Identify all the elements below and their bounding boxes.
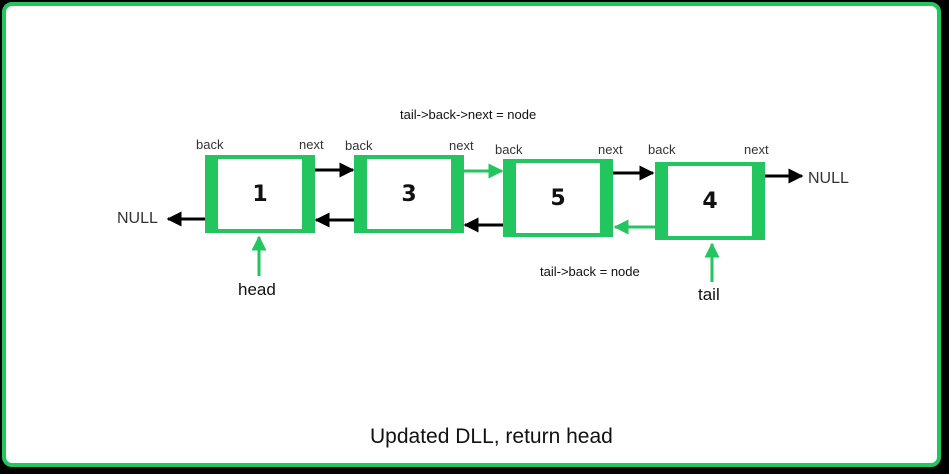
next-label-node-1: next: [299, 137, 324, 152]
back-label-node-3: back: [345, 138, 373, 153]
annotation-back: tail->back = node: [540, 264, 640, 279]
next-label-node-5: next: [598, 142, 623, 157]
node-3: 3: [354, 155, 464, 233]
annotation-next: tail->back->next = node: [400, 107, 537, 122]
node-5: 5: [503, 159, 613, 237]
node-value: 3: [367, 159, 451, 229]
null-right-label: NULL: [808, 170, 849, 187]
node-4: 4: [655, 162, 765, 240]
back-label-node-1: back: [196, 137, 224, 152]
next-label-node-3: next: [449, 138, 474, 153]
node-value: 4: [668, 166, 752, 236]
diagram-frame: [2, 2, 941, 467]
back-label-node-5: back: [495, 142, 523, 157]
null-left-label: NULL: [117, 210, 158, 227]
back-label-node-4: back: [648, 142, 676, 157]
node-1: 1: [205, 155, 315, 233]
node-value: 5: [516, 163, 600, 233]
node-value: 1: [218, 159, 302, 229]
tail-label: tail: [698, 285, 720, 304]
diagram-caption: Updated DLL, return head: [370, 425, 613, 448]
head-label: head: [238, 280, 276, 299]
next-label-node-4: next: [744, 142, 769, 157]
